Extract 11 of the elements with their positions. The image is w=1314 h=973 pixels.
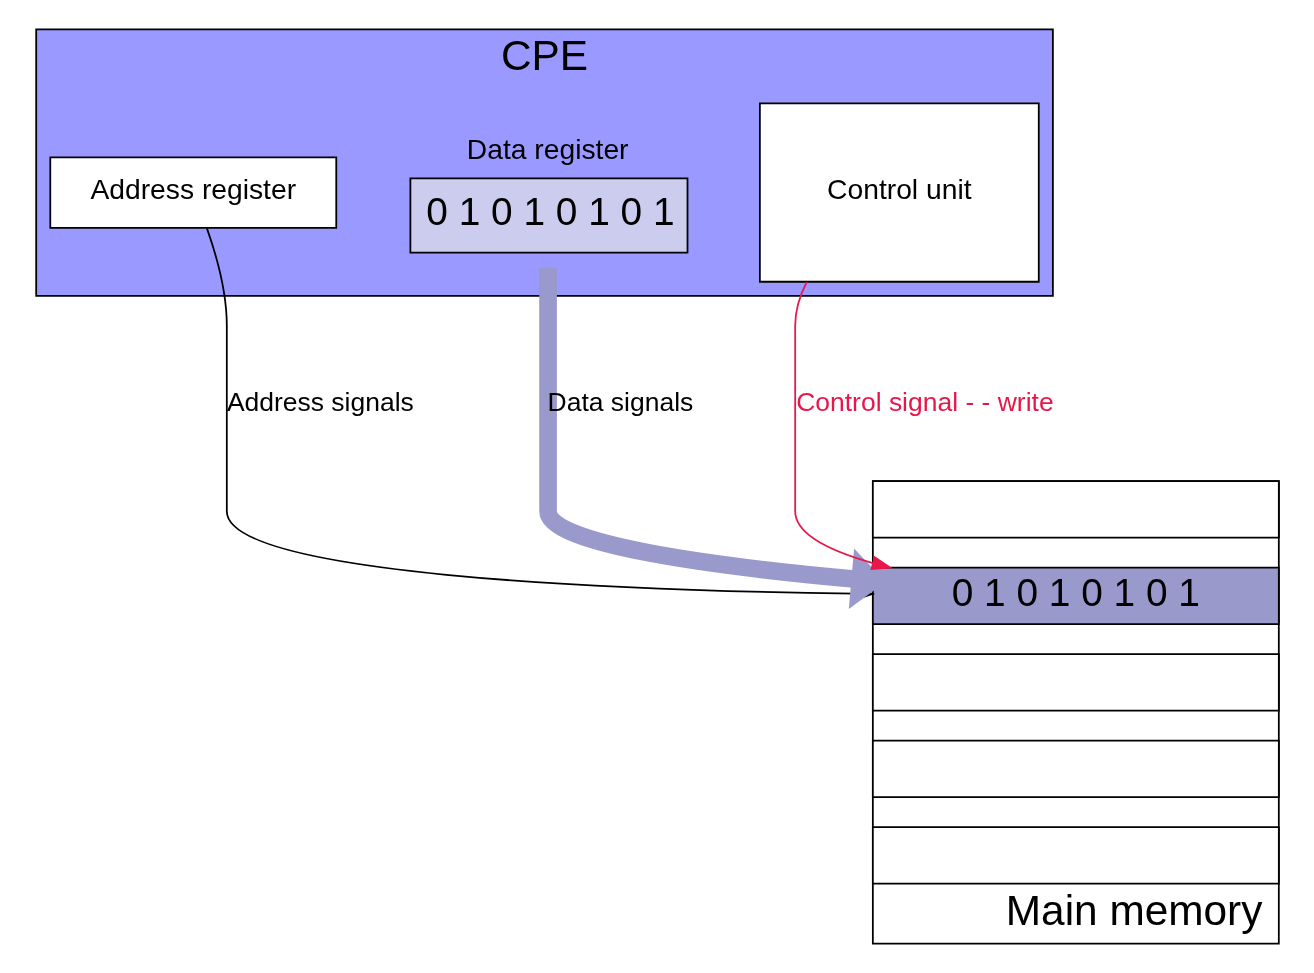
node-box: 0 1 0 1 0 1 0 1 — [871, 566, 1280, 626]
edge-label: Data signals — [547, 386, 693, 417]
node-box — [871, 480, 1280, 539]
node-box: Control unit — [758, 102, 1040, 283]
node-box — [871, 826, 1280, 885]
node-box — [871, 739, 1280, 799]
node-label: Main memory — [1005, 886, 1262, 934]
node-label: Data register — [466, 132, 629, 165]
node-box: Address register — [48, 156, 337, 229]
edge-label: Control signal - - write — [795, 386, 1054, 417]
node-box — [871, 653, 1280, 712]
